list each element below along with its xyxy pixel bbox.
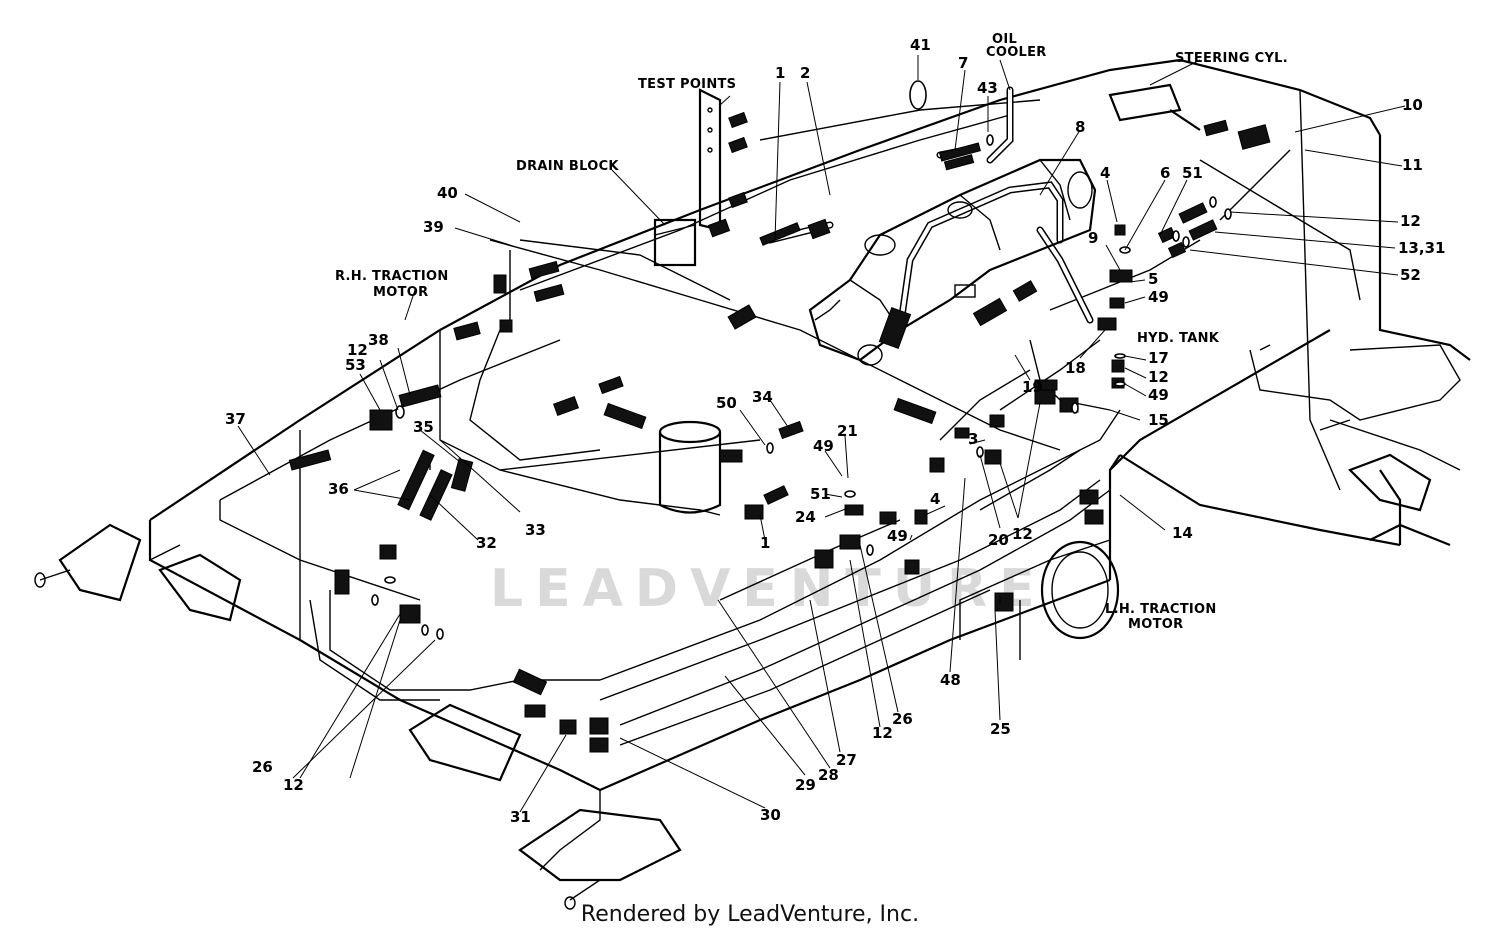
filter-canister [658, 420, 722, 514]
part-numbers: 1 2 41 7 43 10 11 12 13,31 52 8 4 6 51 9… [225, 36, 1445, 826]
part-number: 1 [775, 64, 785, 82]
part-number: 48 [940, 671, 961, 689]
part-number: 49 [813, 437, 834, 455]
part-number: 28 [818, 766, 839, 784]
part-number: 53 [345, 356, 366, 374]
pump-assembly [808, 158, 1097, 366]
part-number: 15 [1148, 411, 1169, 429]
part-number: 51 [810, 485, 831, 503]
part-number: 43 [977, 79, 998, 97]
label-lh-traction-line2: MOTOR [1128, 617, 1183, 632]
part-number: 26 [892, 710, 913, 728]
part-number: 41 [910, 36, 931, 54]
part-number: 52 [1400, 266, 1421, 284]
label-hyd-tank: HYD. TANK [1137, 331, 1220, 346]
part-number: 38 [368, 331, 389, 349]
part-number: 31 [510, 808, 531, 826]
part-number: 9 [1088, 229, 1098, 247]
watermark: LEADVENTURE [490, 559, 1047, 619]
part-number: 20 [988, 531, 1009, 549]
label-rh-traction-line2: MOTOR [373, 285, 428, 300]
label-drain-block: DRAIN BLOCK [516, 159, 619, 174]
part-number: 12 [283, 776, 304, 794]
leader-lines [237, 55, 1406, 813]
part-number: 11 [1402, 156, 1423, 174]
label-rh-traction-line1: R.H. TRACTION [335, 269, 449, 284]
part-number: 39 [423, 218, 444, 236]
label-test-points: TEST POINTS [638, 77, 736, 92]
part-number: 49 [1148, 386, 1169, 404]
fittings [288, 111, 1271, 753]
part-number: 5 [1148, 270, 1158, 288]
part-number: 25 [990, 720, 1011, 738]
part-number: 10 [1402, 96, 1423, 114]
part-number: 37 [225, 410, 246, 428]
part-number: 12 [1012, 525, 1033, 543]
part-number: 36 [328, 480, 349, 498]
part-number: 8 [1075, 118, 1085, 136]
footer-credit: Rendered by LeadVenture, Inc. [580, 902, 920, 927]
part-number: 1 [760, 534, 770, 552]
part-number: 7 [958, 54, 968, 72]
part-number: 51 [1182, 164, 1203, 182]
part-number: 12 [872, 724, 893, 742]
part-number: 18 [1065, 359, 1086, 377]
label-lh-traction-line1: L.H. TRACTION [1105, 602, 1217, 617]
part-number: 12 [347, 341, 368, 359]
part-number: 27 [836, 751, 857, 769]
part-number: 2 [800, 64, 810, 82]
part-number: 19 [1022, 378, 1043, 396]
label-oil-cooler-line1: OIL [992, 32, 1017, 47]
part-number: 4 [1100, 164, 1110, 182]
part-number: 29 [795, 776, 816, 794]
drain-block [653, 88, 722, 267]
part-number: 50 [716, 394, 737, 412]
part-number: 35 [413, 418, 434, 436]
part-number: 49 [1148, 288, 1169, 306]
part-number: 33 [525, 521, 546, 539]
part-number: 32 [476, 534, 497, 552]
part-number: 3 [968, 430, 978, 448]
part-number: 13,31 [1398, 239, 1445, 257]
part-number: 21 [837, 422, 858, 440]
part-number: 4 [930, 490, 940, 508]
part-number: 49 [887, 527, 908, 545]
part-number: 26 [252, 758, 273, 776]
part-number: 6 [1160, 164, 1170, 182]
part-number: 14 [1172, 524, 1193, 542]
label-oil-cooler-line2: COOLER [986, 45, 1047, 60]
text-labels: TEST POINTS OIL COOLER STEERING CYL. DRA… [335, 32, 1288, 632]
part-number: 40 [437, 184, 458, 202]
frame-outline [34, 58, 1471, 910]
part-number: 17 [1148, 349, 1169, 367]
part-number: 24 [795, 508, 816, 526]
part-number: 12 [1400, 212, 1421, 230]
part-number: 30 [760, 806, 781, 824]
part-number: 34 [752, 388, 773, 406]
label-steering-cyl: STEERING CYL. [1175, 51, 1288, 66]
o-rings [371, 80, 1232, 640]
part-number: 12 [1148, 368, 1169, 386]
